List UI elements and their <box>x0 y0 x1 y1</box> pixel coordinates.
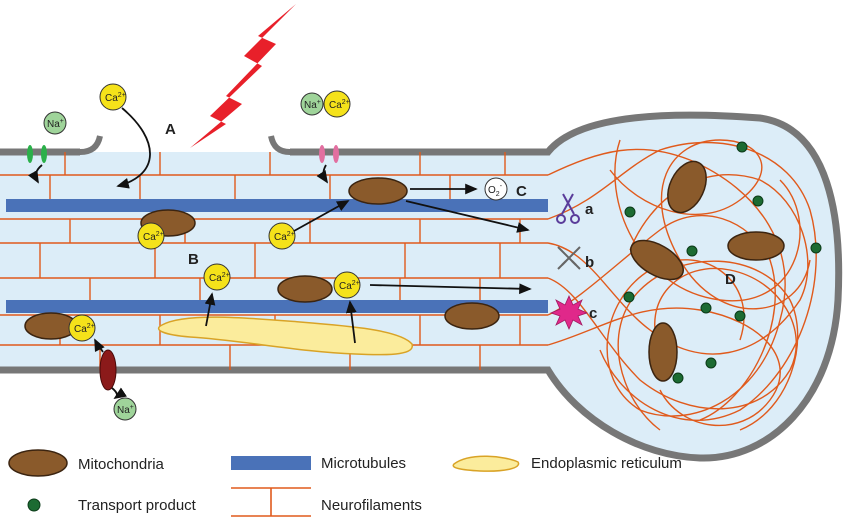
mitochondrion <box>348 177 408 205</box>
legend-neurofilaments-swatch <box>231 487 311 517</box>
sodium-channel-left <box>27 145 47 163</box>
label-D: D <box>725 271 736 288</box>
axon-membrane <box>0 111 843 462</box>
legend-transport-label: Transport product <box>78 497 197 514</box>
microtubule-upper <box>6 199 548 212</box>
microtubule-lower <box>6 300 548 313</box>
sodium-ion-label: Na+ <box>117 404 134 416</box>
calcium-ion-label: Ca2+ <box>329 99 350 111</box>
mitochondrion <box>667 160 707 214</box>
label-C: C <box>516 183 527 200</box>
lightning-bolt-icon <box>190 4 296 148</box>
exchanger-channel <box>99 349 117 391</box>
transport-product <box>734 310 746 322</box>
label-B: B <box>188 251 199 268</box>
legend-mitochondria-label: Mitochondria <box>78 456 165 473</box>
ion-markers: Ca2+ Na+ Na+ Ca2+ Ca2+ Ca2+ Ca2+ Ca2+ Ca… <box>43 83 508 421</box>
transport-product <box>623 291 635 303</box>
calcium-ion-label: Ca2+ <box>74 323 95 335</box>
transport-product <box>810 242 822 254</box>
sodium-ion-label: Na+ <box>47 118 64 130</box>
transport-product <box>624 206 636 218</box>
transport-product <box>752 195 764 207</box>
superoxide-label: O2- <box>488 183 503 198</box>
membrane-channel-right <box>268 135 291 155</box>
starburst-icon <box>549 295 589 330</box>
label-c: c <box>589 305 597 322</box>
transport-product <box>686 245 698 257</box>
calcium-ion-label: Ca2+ <box>143 231 164 243</box>
calcium-ion-label: Ca2+ <box>339 280 360 292</box>
membrane-channel-left <box>79 135 103 155</box>
scissors-icon <box>556 193 580 224</box>
crossed-swords-icon <box>557 246 581 270</box>
transport-product <box>736 141 748 153</box>
legend-microtubules-label: Microtubules <box>321 455 406 472</box>
calcium-ion-label: Ca2+ <box>105 92 126 104</box>
transport-product <box>700 302 712 314</box>
legend-transport-swatch <box>27 498 41 512</box>
calcium-channel-right <box>319 145 339 163</box>
mitochondrion <box>444 302 500 330</box>
transport-products <box>623 141 822 384</box>
legend-er-label: Endoplasmic reticulum <box>531 455 682 472</box>
mitochondria-group <box>24 160 785 382</box>
arrows <box>27 107 532 399</box>
mitochondrion <box>648 322 678 382</box>
transport-product <box>705 357 717 369</box>
legend-er-swatch <box>452 455 520 472</box>
legend-neurofilaments-label: Neurofilaments <box>321 497 422 514</box>
neurofilaments <box>0 139 817 431</box>
mitochondrion <box>727 231 785 261</box>
calcium-ion-label: Ca2+ <box>209 272 230 284</box>
endoplasmic-reticulum <box>157 316 413 356</box>
label-A: A <box>165 121 176 138</box>
transport-product <box>672 372 684 384</box>
label-a: a <box>585 201 594 218</box>
legend: Mitochondria Microtubules Endoplasmic re… <box>8 449 682 517</box>
calcium-ion-label: Ca2+ <box>274 231 295 243</box>
legend-microtubules-swatch <box>231 456 311 470</box>
mitochondrion <box>630 239 684 281</box>
legend-mitochondria-swatch <box>8 449 68 477</box>
mitochondrion <box>277 275 333 303</box>
sodium-ion-label: Na+ <box>304 99 321 111</box>
label-b: b <box>585 254 594 271</box>
